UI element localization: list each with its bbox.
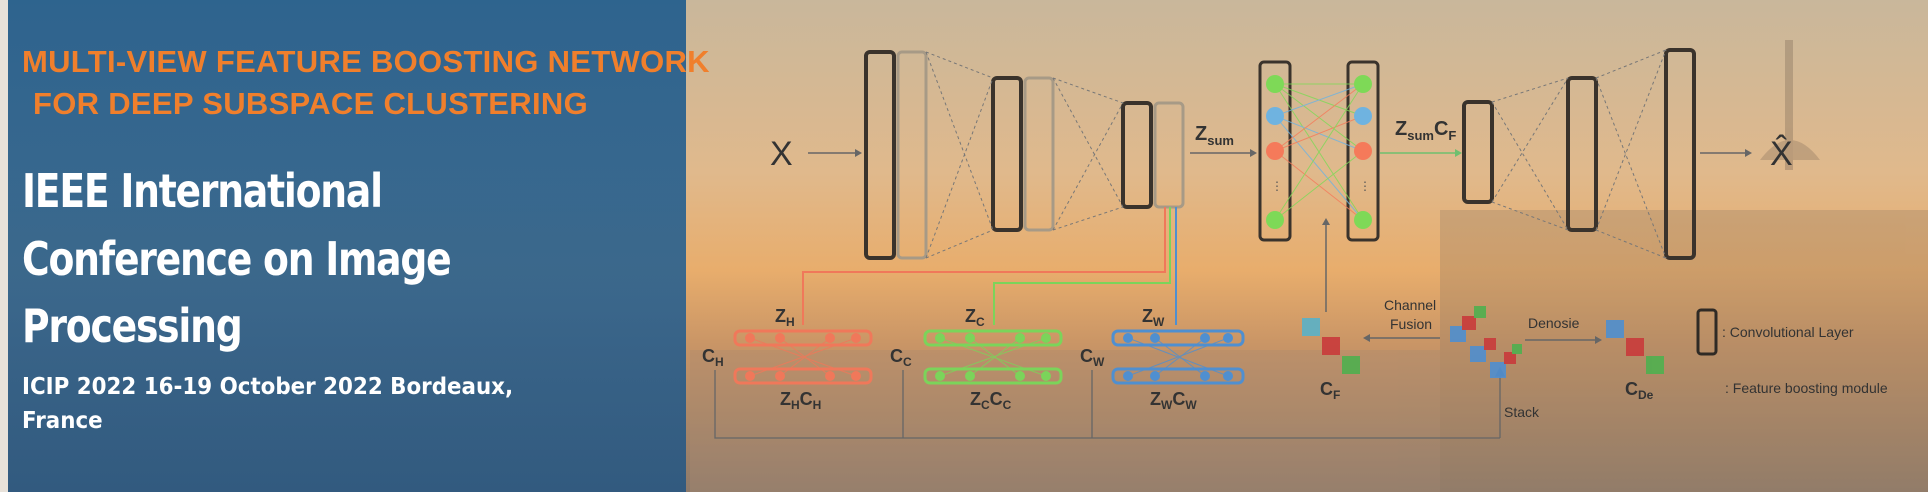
feature-boosting-legend-label: : Feature boosting module bbox=[1725, 380, 1888, 396]
building-silhouette bbox=[690, 40, 1928, 492]
denoise-label: Denosie bbox=[1528, 315, 1580, 331]
branch-h: ZH ZHCH CH bbox=[702, 306, 873, 412]
stack-label: Stack bbox=[1504, 404, 1540, 420]
self-expressive-layer: ⋮ ⋮ bbox=[1258, 60, 1380, 242]
channel-fusion-label: Channel bbox=[1384, 297, 1436, 313]
left-border bbox=[0, 0, 8, 492]
svg-text:CH: CH bbox=[702, 346, 724, 369]
svg-text:⋮: ⋮ bbox=[1359, 179, 1371, 193]
conference-name-line-2: Conference on Image bbox=[22, 232, 452, 286]
input-x-label: X bbox=[770, 135, 793, 173]
svg-text:CW: CW bbox=[1080, 346, 1105, 369]
conv-layer-legend-icon bbox=[1696, 308, 1718, 356]
output-x-hat-label: X̂ bbox=[1770, 134, 1793, 173]
branch-w: ZW ZWCW CW bbox=[1080, 306, 1245, 412]
conference-name-line-1: IEEE International bbox=[22, 164, 383, 218]
stacked-blocks bbox=[1450, 306, 1522, 378]
cf-blocks bbox=[1302, 318, 1360, 374]
title-panel bbox=[0, 0, 686, 492]
cde-label: CDe bbox=[1625, 379, 1654, 402]
conference-details-line-1: ICIP 2022 16-19 October 2022 Bordeaux, bbox=[22, 374, 514, 400]
svg-text:ZWCW: ZWCW bbox=[1150, 389, 1197, 412]
svg-text:ZCCC: ZCCC bbox=[970, 389, 1012, 412]
paper-title-line-2: FOR DEEP SUBSPACE CLUSTERING bbox=[33, 86, 588, 121]
svg-text:ZH: ZH bbox=[775, 306, 795, 329]
svg-text:ZHCH: ZHCH bbox=[780, 389, 821, 412]
cf-label: CF bbox=[1320, 379, 1340, 402]
conference-details-line-2: France bbox=[22, 408, 103, 434]
svg-text:ZW: ZW bbox=[1142, 306, 1165, 329]
branch-connectors bbox=[802, 207, 1177, 325]
conference-name-line-3: Processing bbox=[22, 299, 243, 353]
z-sum-label: Zsum bbox=[1195, 123, 1234, 148]
conv-layer-legend-label: : Convolutional Layer bbox=[1722, 324, 1854, 340]
svg-text:⋮: ⋮ bbox=[1271, 179, 1283, 193]
decoder bbox=[1462, 48, 1696, 260]
encoder bbox=[864, 50, 1185, 260]
paper-title-line-1: MULTI-VIEW FEATURE BOOSTING NETWORK bbox=[22, 44, 710, 79]
z-sum-cf-label: ZsumCF bbox=[1395, 118, 1456, 143]
decoder-connections bbox=[1491, 49, 1667, 259]
branch-c: ZC ZCCC CC bbox=[890, 306, 1063, 412]
encoder-connections bbox=[925, 51, 1124, 259]
svg-text:ZC: ZC bbox=[965, 306, 985, 329]
legend: : Convolutional Layer : Feature boosting… bbox=[1696, 308, 1888, 396]
cde-blocks bbox=[1606, 320, 1664, 374]
svg-text:CC: CC bbox=[890, 346, 912, 369]
svg-text:Fusion: Fusion bbox=[1390, 316, 1432, 332]
